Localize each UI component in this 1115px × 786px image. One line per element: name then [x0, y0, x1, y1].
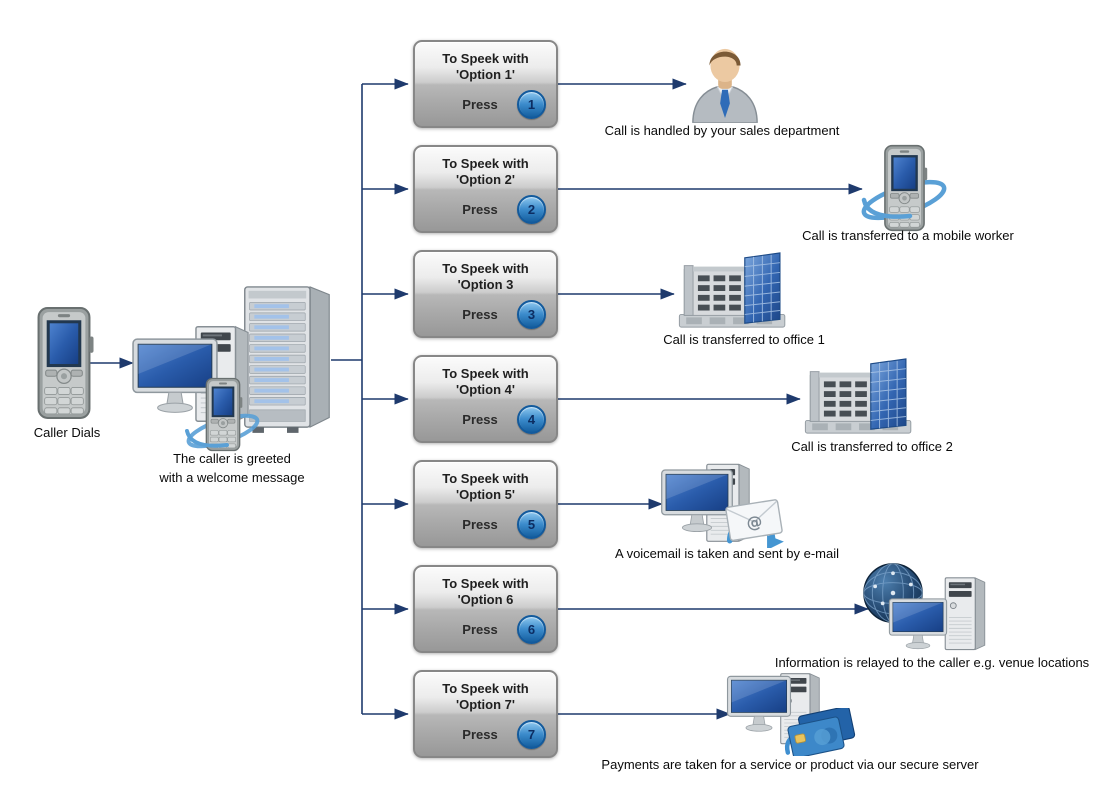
option-node-3: To Speek with 'Option 3 Press 3	[413, 250, 558, 338]
greeting-caption: The caller is greeted with a welcome mes…	[159, 449, 304, 487]
caller-caption: Caller Dials	[33, 425, 101, 440]
option-title-line2: 'Option 3	[457, 277, 514, 292]
mobile-worker-phone-icon	[858, 144, 950, 232]
press-label: Press	[462, 97, 498, 112]
option-title-line1: To Speek with	[442, 681, 529, 696]
press-row: Press 6	[443, 615, 546, 644]
press-row: Press 7	[443, 720, 546, 749]
press-label: Press	[462, 622, 498, 637]
press-label: Press	[462, 202, 498, 217]
press-row: Press 3	[443, 300, 546, 329]
office-building-icon	[802, 356, 922, 438]
greeting-caption-line2: with a welcome message	[159, 470, 305, 485]
option-title-line2: 'Option 4'	[456, 382, 515, 397]
keypress-badge: 5	[517, 510, 546, 539]
globe-computer-icon	[862, 562, 992, 654]
press-row: Press 1	[443, 90, 546, 119]
option-title-line2: 'Option 2'	[456, 172, 515, 187]
option-node-4: To Speek with 'Option 4' Press 4	[413, 355, 558, 443]
outcome-caption-5: A voicemail is taken and sent by e-mail	[615, 546, 839, 561]
keypress-badge: 6	[517, 615, 546, 644]
option-title-line2: 'Option 1'	[456, 67, 515, 82]
outcome-caption-4: Call is transferred to office 2	[791, 439, 953, 454]
press-label: Press	[462, 727, 498, 742]
greeting-caption-line1: The caller is greeted	[173, 451, 291, 466]
option-title-line1: To Speek with	[442, 576, 529, 591]
option-node-7: To Speek with 'Option 7' Press 7	[413, 670, 558, 758]
press-label: Press	[462, 412, 498, 427]
keypress-badge: 4	[517, 405, 546, 434]
option-title-line2: 'Option 6	[457, 592, 514, 607]
payment-computer-icon	[726, 668, 858, 756]
option-title-line2: 'Option 5'	[456, 487, 515, 502]
sales-person-icon	[688, 40, 762, 124]
voicemail-email-icon	[660, 458, 792, 548]
press-label: Press	[462, 307, 498, 322]
press-row: Press 4	[443, 405, 546, 434]
option-title-line2: 'Option 7'	[456, 697, 515, 712]
option-node-6: To Speek with 'Option 6 Press 6	[413, 565, 558, 653]
office-building-icon	[676, 250, 796, 332]
press-row: Press 2	[443, 195, 546, 224]
keypress-badge: 1	[517, 90, 546, 119]
keypress-badge: 7	[517, 720, 546, 749]
option-title-line1: To Speek with	[442, 51, 529, 66]
press-label: Press	[462, 517, 498, 532]
outcome-caption-3: Call is transferred to office 1	[663, 332, 825, 347]
outcome-caption-2: Call is transferred to a mobile worker	[802, 228, 1014, 243]
option-title-line1: To Speek with	[442, 261, 529, 276]
outcome-caption-7: Payments are taken for a service or prod…	[601, 757, 979, 772]
option-title-line1: To Speek with	[442, 156, 529, 171]
option-node-2: To Speek with 'Option 2' Press 2	[413, 145, 558, 233]
mobile-phone-icon	[33, 306, 95, 420]
option-title-line1: To Speek with	[442, 471, 529, 486]
outcome-caption-6: Information is relayed to the caller e.g…	[774, 655, 1090, 670]
option-title-line1: To Speek with	[442, 366, 529, 381]
option-node-5: To Speek with 'Option 5' Press 5	[413, 460, 558, 548]
keypress-badge: 3	[517, 300, 546, 329]
press-row: Press 5	[443, 510, 546, 539]
option-node-1: To Speek with 'Option 1' Press 1	[413, 40, 558, 128]
keypress-badge: 2	[517, 195, 546, 224]
outcome-caption-1: Call is handled by your sales department	[604, 123, 840, 138]
ivr-server-icon	[131, 281, 331, 453]
